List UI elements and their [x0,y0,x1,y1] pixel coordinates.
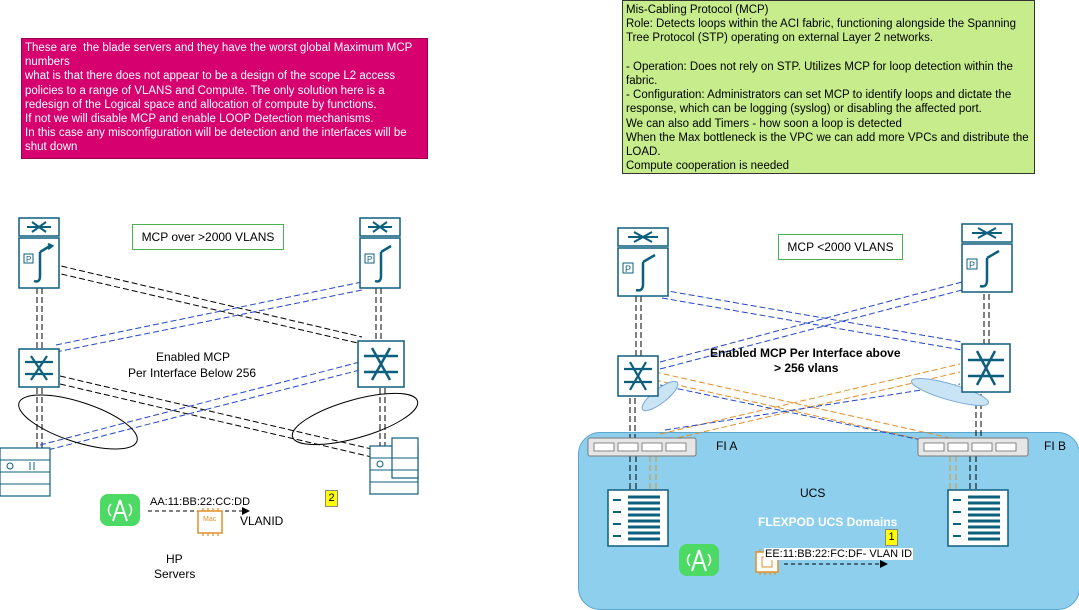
green-note-line: When the Max bottleneck is the VPC we ca… [626,131,1032,159]
left-leaf-a-icon [18,348,60,388]
pink-note-line: what is that there does not appear to be… [25,70,399,111]
green-note-line: Compute cooperation is needed [626,160,790,173]
badge-1: 1 [885,529,898,546]
fi-a-label: FI A [716,439,738,453]
ucs-label: UCS [800,486,826,500]
wireless-icon-left [100,494,140,526]
svg-text:P: P [969,260,975,270]
left-leaf-b-icon [357,340,405,388]
hp-servers-label-1: HP [166,552,183,566]
server-left-b-icon [369,437,419,495]
svg-text:P: P [367,255,372,264]
right-links [629,281,990,568]
pink-note-line: In this case any misconfiguration will b… [25,127,410,154]
mcp-info-note: Mis-Cabling Protocol (MCP) Role: Detects… [622,0,1035,174]
pink-note-line: These are the blade servers and they hav… [25,42,416,69]
right-leaf-b-icon [961,343,1011,393]
blade-chassis-a-icon [607,489,669,547]
fabric-interconnect-b-icon [917,437,1029,457]
green-note-line: - Operation: Does not rely on STP. Utili… [626,60,1017,88]
fi-b-label: FI B [1044,439,1067,453]
green-note-line: Role: Detects loops within the ACI fabri… [626,18,1019,45]
fabric-interconnect-a-icon [587,437,697,457]
right-mac-vlan: EE:11:BB:22:FC:DF- VLAN ID [764,548,914,560]
left-links [18,261,419,515]
green-note-line: Mis-Cabling Protocol (MCP) [626,4,769,16]
wireless-icon-right [679,544,719,576]
left-spine-b-icon: P [359,217,401,289]
blade-chassis-b-icon [947,489,1009,547]
svg-text:P: P [625,264,631,274]
left-mcp-scope-label: MCP over >2000 VLANS [132,224,284,250]
right-spine-a-icon: P [617,227,669,297]
left-enabled-label-1: Enabled MCP [156,350,231,364]
left-mac-address: AA:11:BB:22:CC:DD [150,496,251,508]
right-spine-b-icon: P [961,223,1013,293]
left-vlan-label: VLANID [240,514,284,528]
badge-2: 2 [325,490,338,507]
server-left-a-icon [0,447,51,497]
flexpod-label: FLEXPOD UCS Domains [758,515,898,529]
left-spine-a-icon: P [18,217,60,289]
pink-note: These are the blade servers and they hav… [21,38,428,159]
green-note-line: We can also add Timers - how soon a loop… [626,117,902,130]
pink-note-line: If not we will disable MCP and enable LO… [25,113,374,126]
right-enabled-label-2: > 256 vlans [774,361,839,375]
green-note-line: - Configuration: Administrators can set … [626,89,1015,116]
svg-text:P: P [26,255,31,264]
right-enabled-label-1: Enabled MCP Per Interface above [710,346,901,360]
right-mcp-scope-label: MCP <2000 VLANS [778,234,903,260]
mac-chip-label: Mac [203,516,217,523]
hp-servers-label-2: Servers [154,567,196,581]
right-leaf-a-icon [617,355,659,397]
mac-chip-icon [197,508,223,536]
left-enabled-label-2: Per Interface Below 256 [128,366,257,380]
